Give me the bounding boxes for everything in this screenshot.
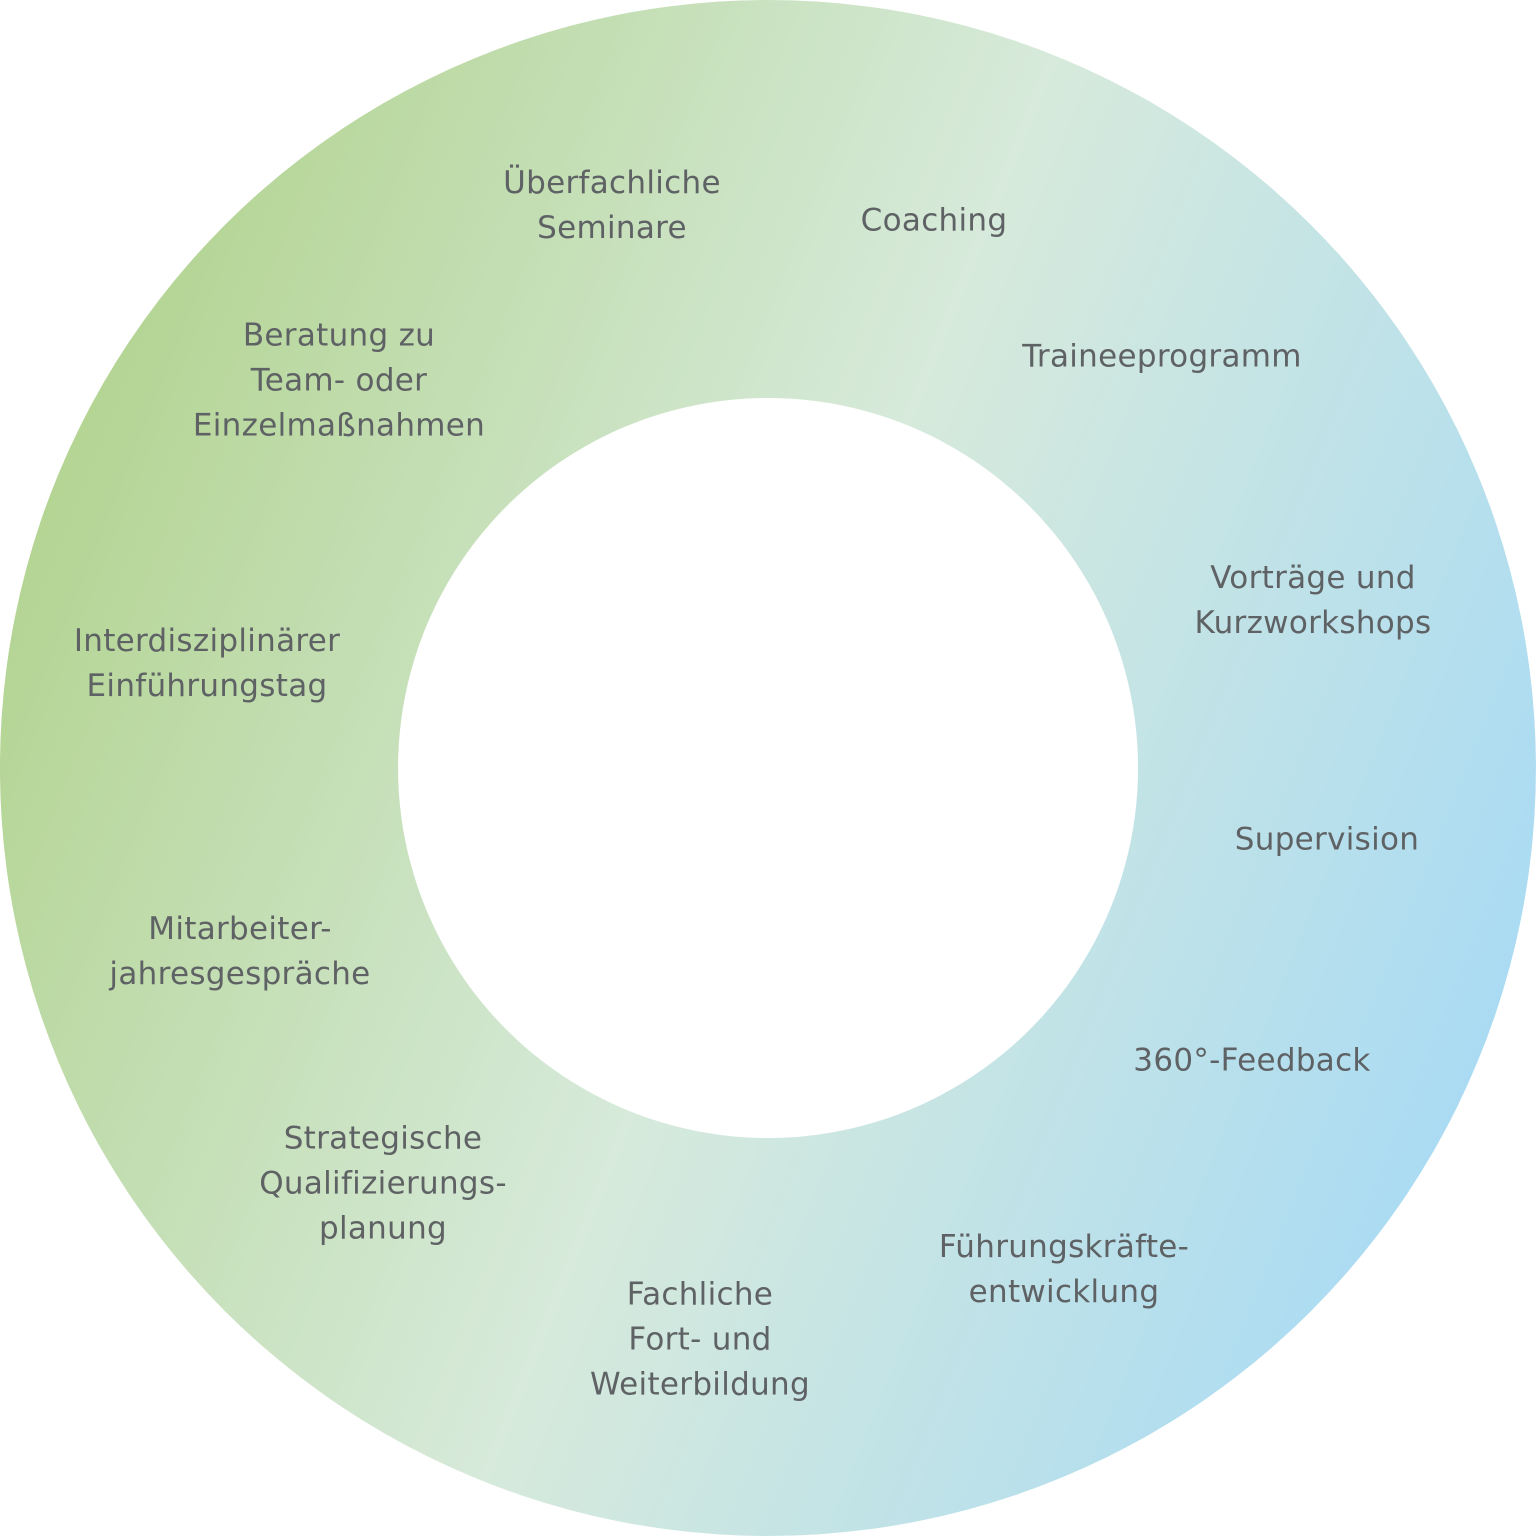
label-line: Strategische: [283, 1120, 483, 1157]
label-line: Mitarbeiter-: [148, 911, 332, 947]
label-line: Qualifizierungs-: [259, 1165, 507, 1202]
label-mitarbeiter: Mitarbeiter- jahresgespräche: [109, 907, 370, 997]
label-line: Coaching: [860, 202, 1008, 239]
label-feedback: 360°-Feedback: [1133, 1039, 1370, 1084]
label-vortraege: Vorträge und Kurzworkshops: [1195, 556, 1432, 646]
label-line: Kurzworkshops: [1194, 605, 1432, 641]
label-line: jahresgespräche: [109, 956, 371, 992]
label-line: Überfachliche: [503, 165, 721, 201]
label-line: Führungskräfte-: [938, 1229, 1190, 1265]
label-ueberfachliche-seminare: Überfachliche Seminare: [503, 161, 721, 251]
label-line: 360°-Feedback: [1133, 1042, 1371, 1079]
label-line: Weiterbildung: [590, 1366, 810, 1403]
label-supervision: Supervision: [1235, 818, 1419, 863]
label-line: Fachliche: [626, 1276, 774, 1313]
label-traineeprogramm: Traineeprogramm: [1022, 335, 1302, 380]
label-fachlich: Fachliche Fort- und Weiterbildung: [590, 1273, 810, 1408]
label-line: Interdisziplinärer: [73, 623, 341, 659]
label-line: Traineeprogramm: [1022, 338, 1302, 375]
label-line: Supervision: [1234, 821, 1420, 858]
label-coaching: Coaching: [861, 199, 1008, 244]
label-line: Einzelmaßnahmen: [192, 407, 486, 444]
label-strategisch: Strategische Qualifizierungs- planung: [259, 1117, 507, 1252]
label-line: entwicklung: [968, 1274, 1160, 1310]
label-line: Einführungstag: [86, 668, 328, 704]
label-line: Beratung zu: [242, 317, 436, 354]
label-line: planung: [318, 1210, 448, 1247]
label-line: Seminare: [537, 210, 687, 246]
label-line: Team- oder: [250, 362, 428, 399]
label-line: Fort- und: [628, 1321, 772, 1358]
label-interdisziplinaer: Interdisziplinärer Einführungstag: [74, 619, 340, 709]
label-beratung: Beratung zu Team- oder Einzelmaßnahmen: [193, 314, 485, 449]
label-line: Vorträge und: [1210, 560, 1416, 596]
label-fuehrung: Führungskräfte- entwicklung: [939, 1225, 1189, 1315]
